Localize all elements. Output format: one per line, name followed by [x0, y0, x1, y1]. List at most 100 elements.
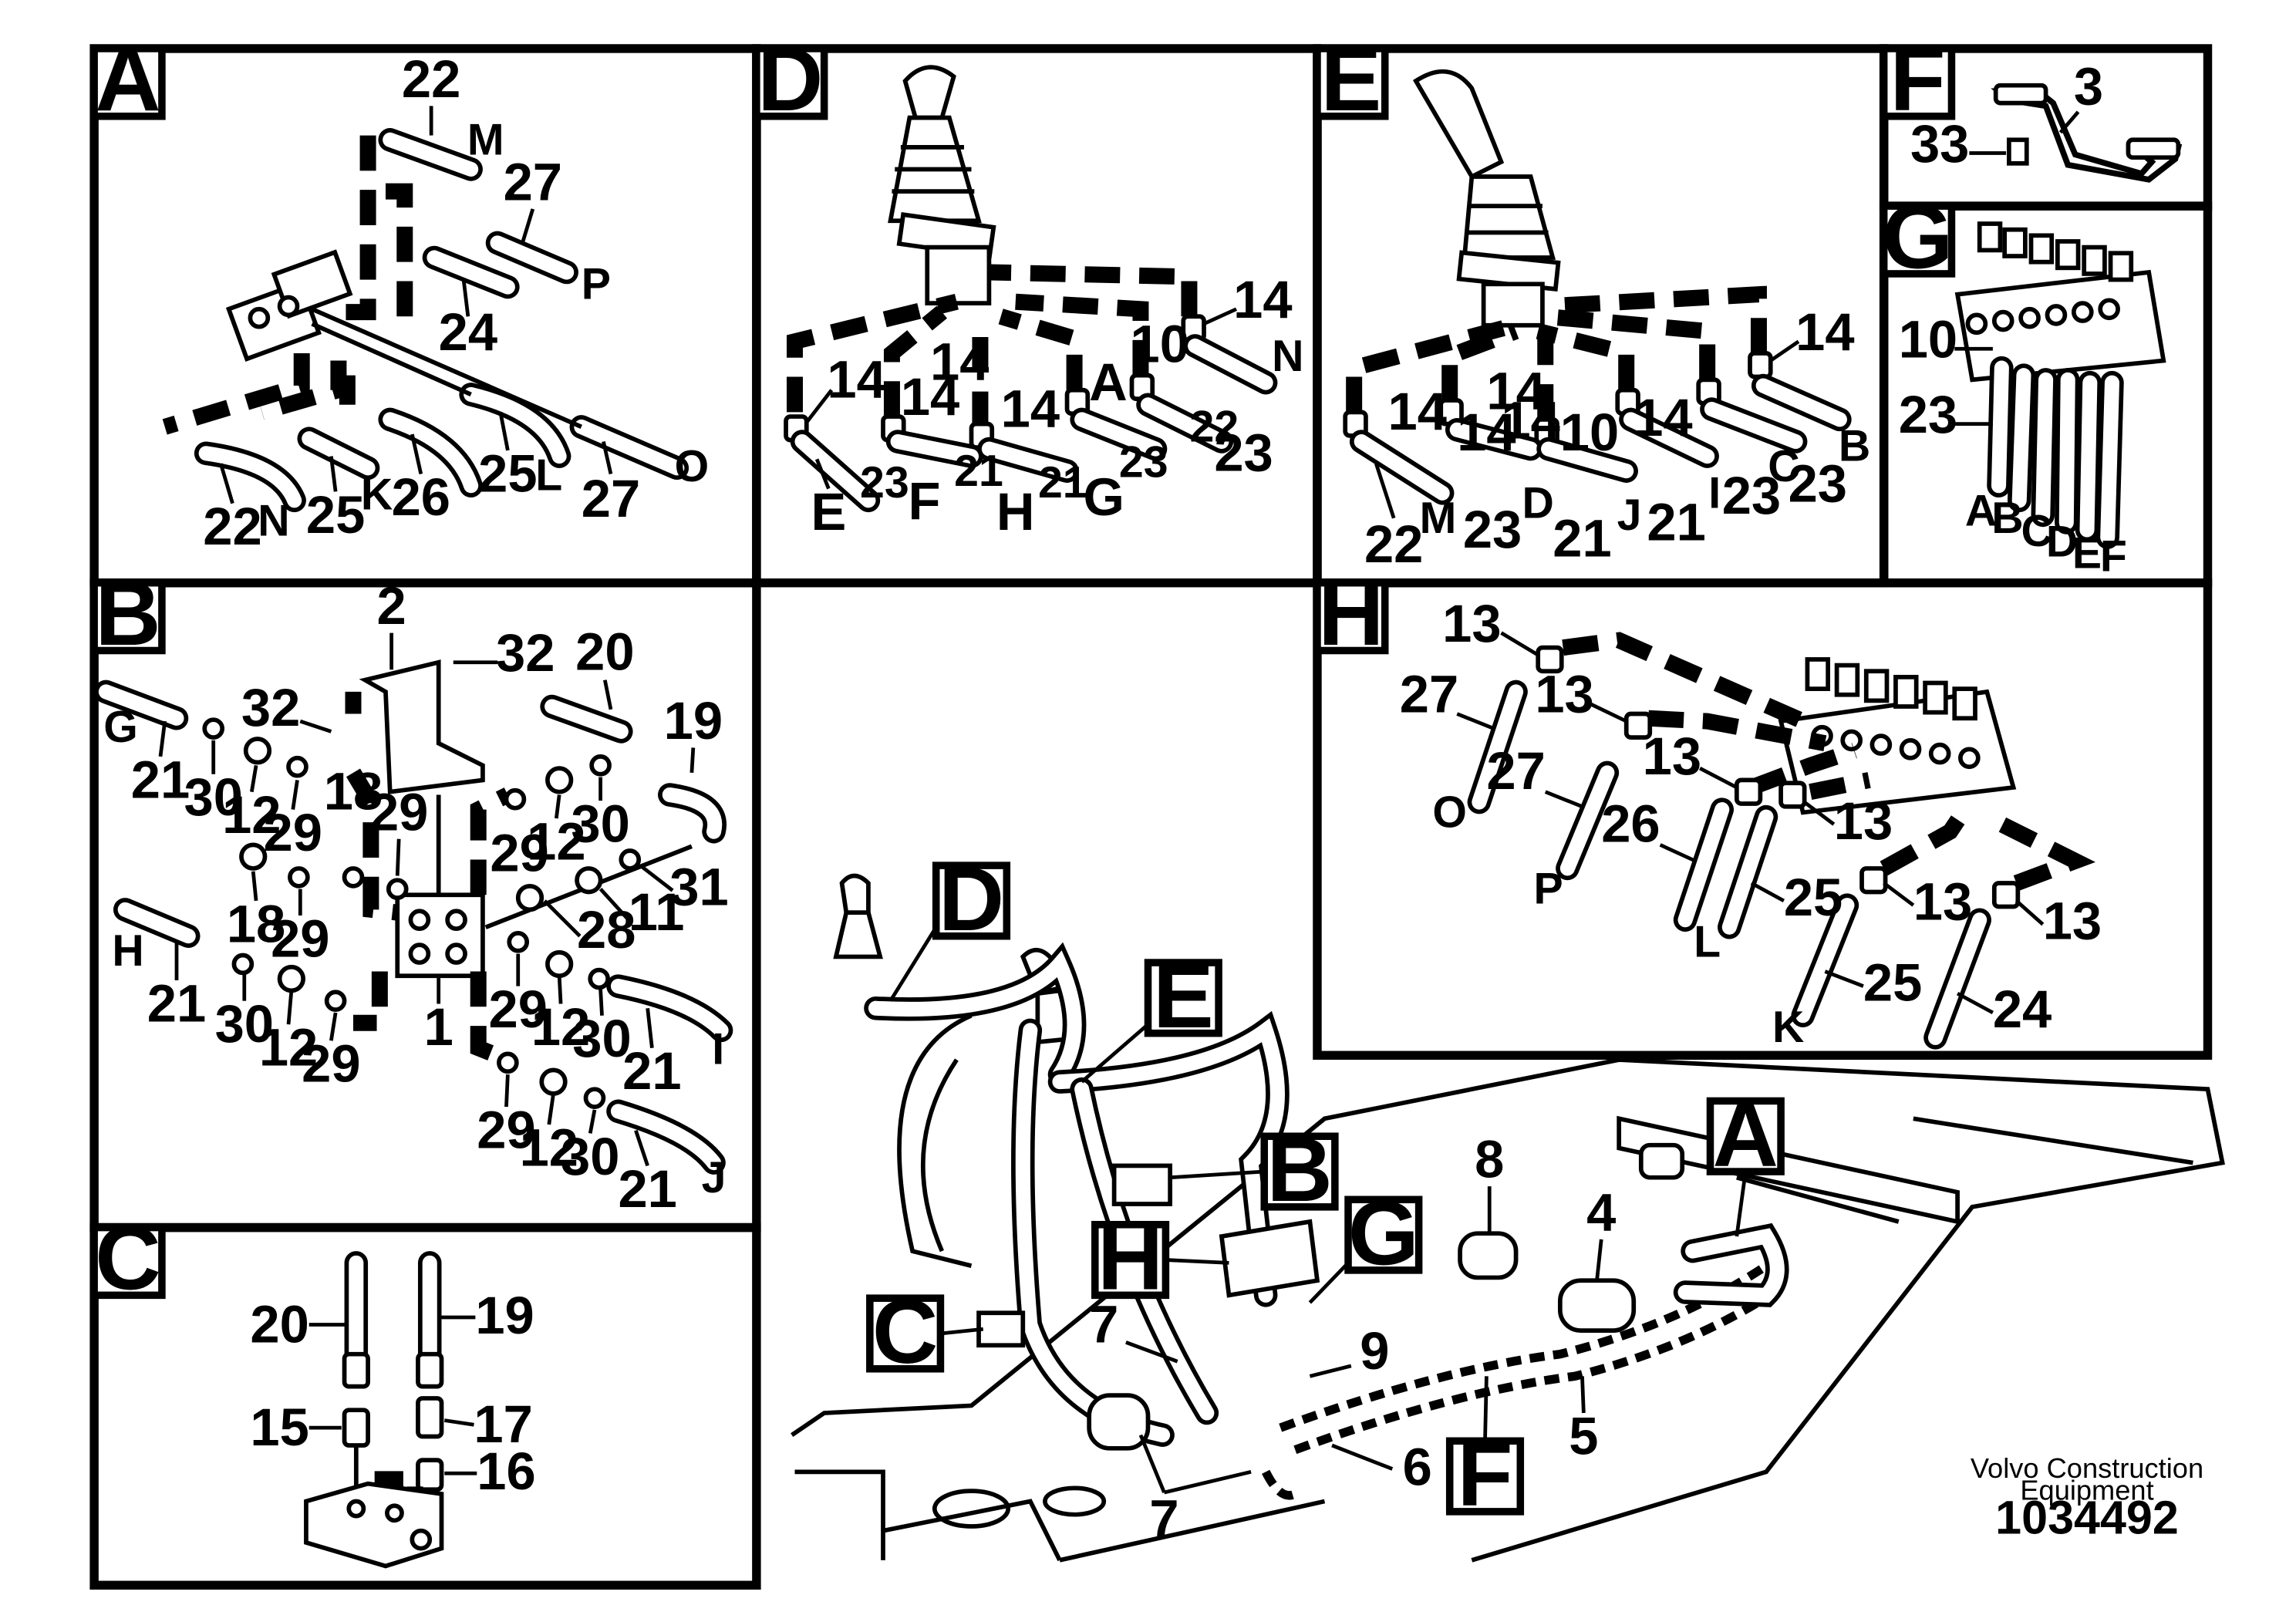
callout: B [1266, 1119, 1332, 1221]
panel-letter: E [1320, 29, 1381, 130]
label: 17 [474, 1394, 532, 1454]
label: 4 [1586, 1182, 1616, 1242]
label: 13 [2043, 892, 2102, 951]
label: 29 [302, 1034, 360, 1094]
label: 30 [571, 794, 629, 854]
panel-d: D 14 N 14 14 [753, 29, 1303, 541]
label: 14 [1233, 270, 1292, 329]
label: O [1432, 787, 1467, 837]
callout: C [872, 1281, 938, 1383]
label: 33 [1910, 114, 1969, 174]
label: B [1839, 421, 1870, 470]
label: E [811, 482, 846, 541]
label: A [1089, 352, 1128, 412]
label: 14 [1501, 391, 1559, 450]
label: 23 [1722, 466, 1781, 525]
brand-line-2: Equipment [2020, 1475, 2153, 1506]
label: 23 [860, 458, 909, 508]
label: 18 [324, 762, 383, 821]
label: 8 [1475, 1130, 1504, 1189]
label: 26 [392, 467, 450, 527]
label: 6 [1403, 1438, 1432, 1497]
label: 9 [1360, 1321, 1389, 1381]
panel-b: B 2 32 [90, 563, 733, 1219]
callout: E [1153, 946, 1214, 1047]
label: 21 [131, 750, 190, 809]
label: 21 [618, 1159, 676, 1219]
label: 11 [629, 882, 685, 942]
label: 13 [1913, 872, 1972, 932]
callout: G [1348, 1182, 1419, 1284]
label: 23 [1119, 437, 1168, 487]
panel-letter: H [1318, 563, 1384, 665]
document-number: 1034492 [1995, 1491, 2179, 1543]
brand-line-1: Volvo Construction [1971, 1452, 2203, 1484]
label: 23 [1899, 385, 1957, 444]
label: 25 [478, 443, 537, 503]
label: 21 [1038, 458, 1087, 508]
callout: D [939, 848, 1004, 950]
label: 29 [271, 909, 329, 968]
label: 27 [582, 469, 640, 528]
label: N [258, 497, 289, 546]
panel-letter: B [95, 563, 160, 665]
label: 14 [1457, 403, 1515, 462]
label: F [2100, 531, 2127, 581]
label: N [1272, 332, 1303, 381]
label: 22 [203, 497, 261, 556]
panel-c: C 20 19 15 17 16 [90, 1208, 536, 1569]
label: 13 [1442, 594, 1501, 653]
label: 22 [1364, 514, 1423, 574]
label: 3 [2074, 56, 2103, 116]
label: 20 [250, 1294, 308, 1354]
overview-assembly: D E B H G C A [791, 848, 2225, 1563]
label: 29 [477, 1101, 535, 1160]
label: 13 [1535, 665, 1593, 724]
label: 22 [402, 49, 460, 109]
label: 23 [1789, 454, 1847, 514]
label: H [112, 926, 143, 976]
label: 21 [1553, 508, 1611, 568]
label: 13 [1834, 791, 1893, 851]
label: D [2046, 517, 2078, 566]
label: J [702, 1153, 727, 1202]
label: 25 [306, 485, 365, 545]
label: 7 [1149, 1489, 1178, 1548]
label: P [1533, 865, 1563, 914]
panel-letter: D [757, 29, 823, 130]
label: H [996, 482, 1035, 541]
label: 21 [622, 1041, 681, 1101]
callout: A [1713, 1084, 1778, 1185]
label: 14 [827, 349, 885, 409]
label: 30 [215, 994, 274, 1054]
label: 21 [1647, 492, 1705, 551]
label: M [467, 115, 504, 164]
label: 29 [490, 824, 548, 883]
label: 23 [1463, 500, 1522, 559]
label: G [1084, 467, 1124, 527]
label: I [1708, 468, 1721, 518]
panel-a: A 22 M 27 P 24 22 N 25 K 26 [90, 29, 709, 556]
label: E [2072, 529, 2102, 578]
label: 19 [475, 1286, 534, 1345]
label: 27 [1400, 665, 1458, 724]
label: 22 [1190, 403, 1239, 452]
label: 14 [1795, 302, 1854, 362]
label: 28 [577, 900, 636, 959]
label: G [103, 703, 138, 752]
label: 30 [184, 767, 243, 827]
label: 10 [1560, 403, 1619, 462]
label: P [582, 259, 611, 309]
label: 14 [1388, 382, 1447, 441]
publisher-block: Volvo Construction Equipment 1034492 [1971, 1452, 2203, 1544]
label: K [1772, 1003, 1804, 1052]
label: 23 [1214, 423, 1273, 483]
label: B [1991, 494, 2023, 543]
label: 31 [669, 858, 728, 917]
label: 29 [264, 803, 322, 862]
panel-letter: A [95, 29, 160, 130]
label: 30 [561, 1127, 619, 1186]
label: 25 [1784, 868, 1843, 927]
label: 21 [147, 973, 206, 1033]
